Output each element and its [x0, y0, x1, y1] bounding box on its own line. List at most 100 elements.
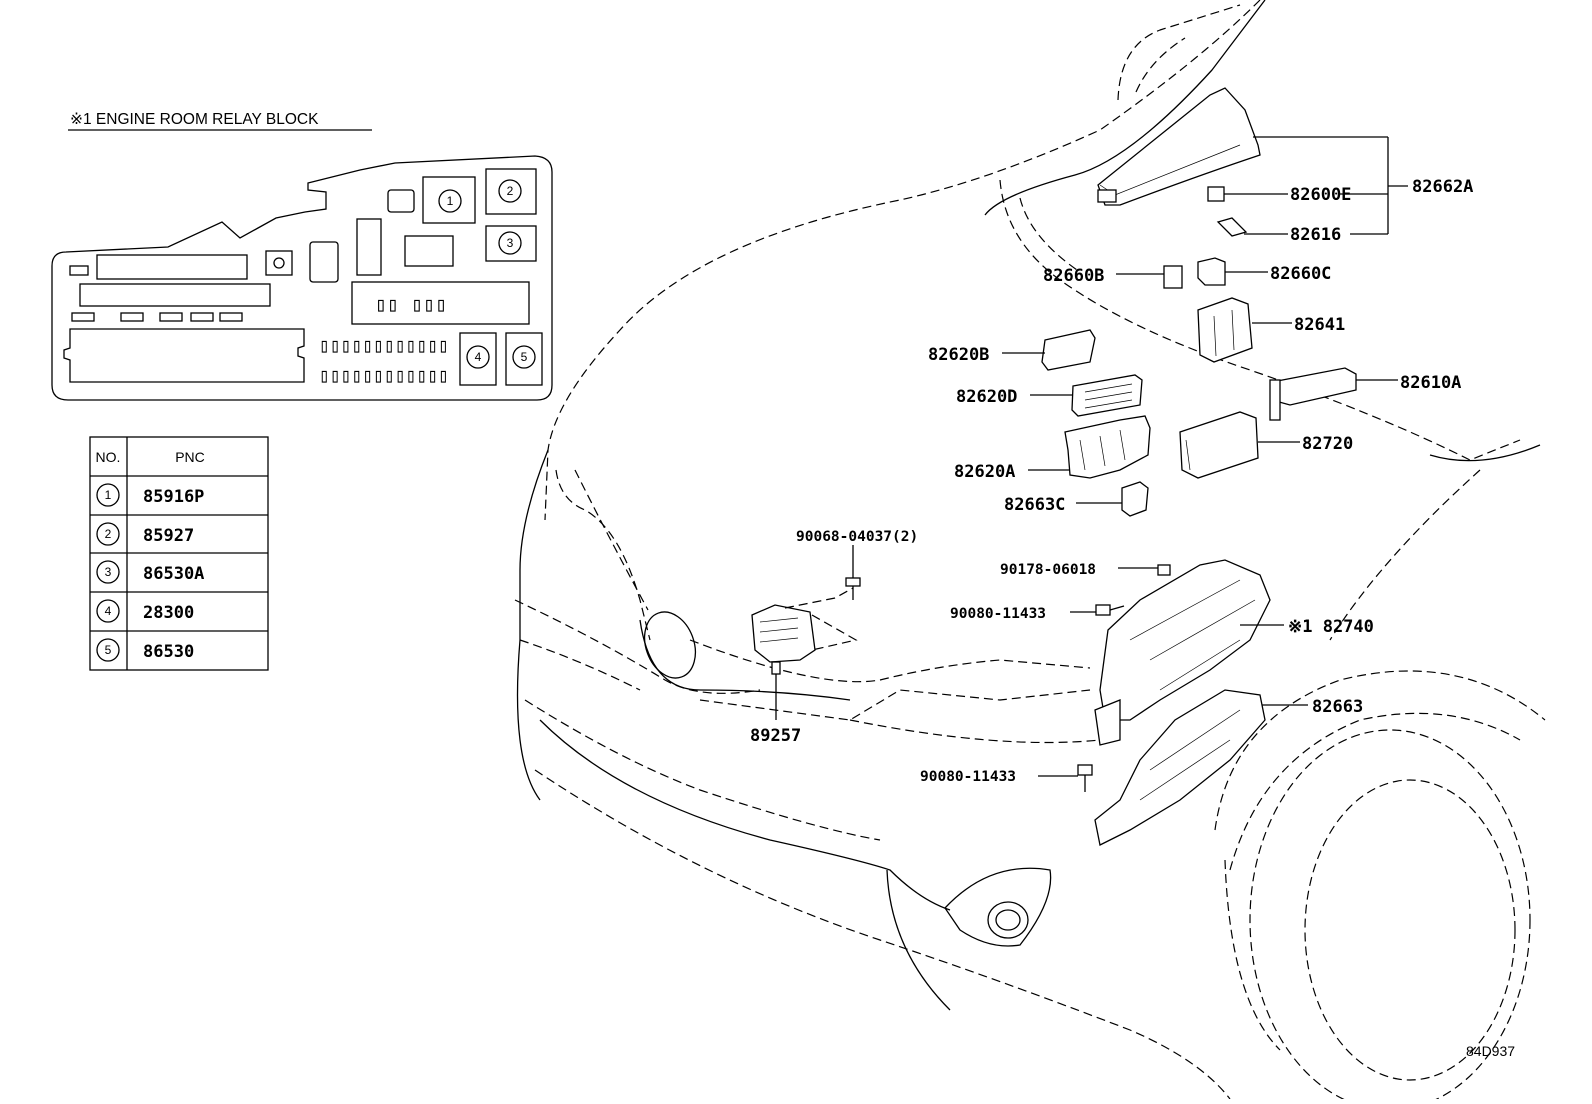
callout-82620A: 82620A: [954, 462, 1015, 482]
diagram-code: 84D937: [1466, 1043, 1515, 1059]
bumper-line: [519, 639, 641, 691]
slot-5: [505, 332, 543, 386]
callout-82600E: 82600E: [1290, 185, 1351, 205]
bumper-lip: [539, 719, 951, 911]
fuse-row-1: ▯▯▯▯▯▯▯▯▯▯▯▯: [319, 333, 449, 357]
fender-line: [1329, 469, 1481, 641]
table-header-pnc: PNC: [175, 449, 205, 465]
relay-82641: [1197, 297, 1253, 363]
windshield-line: [1117, 4, 1241, 101]
block-82610A: [1271, 367, 1357, 406]
fender-top: [1429, 444, 1541, 462]
relay: [404, 235, 454, 267]
bumper-corner: [886, 869, 951, 1011]
sensor-89257: [751, 604, 816, 663]
relay-block-title: ※1 ENGINE ROOM RELAY BLOCK: [70, 111, 319, 128]
windshield-line: [1135, 37, 1186, 93]
screw-post: [265, 250, 293, 276]
callout-82620B: 82620B: [928, 345, 989, 365]
relay-block-inset: ※1 ENGINE ROOM RELAY BLOCK 1 2 3 ▯▯ ▯: [51, 111, 553, 401]
callout-82662A: 82662A: [1412, 177, 1473, 197]
headlamp: [643, 611, 697, 679]
slot-1-marker: [438, 189, 462, 213]
slot-5-marker: [512, 345, 536, 369]
wheel-arch-inner: [1229, 712, 1521, 871]
tire: [1249, 729, 1531, 1104]
sensor-stem: [771, 661, 781, 675]
callout-82660B: 82660B: [1043, 266, 1104, 286]
table-row: 2 85927: [96, 522, 194, 546]
bracket-82663: [1094, 689, 1266, 846]
relay-block-leg: [1094, 699, 1121, 746]
block-82610A-post: [1269, 379, 1281, 421]
headlamp-outline: [639, 619, 851, 701]
row-number: 3: [105, 565, 112, 579]
leader-lines: [775, 136, 1408, 777]
slot-1-number: 1: [447, 194, 454, 208]
clip-82616: [1216, 217, 1248, 237]
relay-block-outline: [51, 155, 553, 401]
car-body: [514, 0, 1546, 1104]
slot-4-number: 4: [475, 350, 482, 364]
relay: [387, 189, 415, 213]
callout-90068-04037: 90068-04037(2): [796, 529, 918, 545]
table-row: 4 28300: [96, 599, 194, 623]
row-number: 4: [105, 604, 112, 618]
table-row: 3 86530A: [96, 560, 204, 584]
fuse-box: [351, 281, 530, 325]
bracket-82620A: [1064, 415, 1151, 479]
callout-labels: 82662A 82600E 82616 82660B 82660C 82641 …: [750, 177, 1473, 785]
bumper-lower-edge: [534, 769, 1231, 1100]
slot-5-number: 5: [521, 350, 528, 364]
fog-lamp-bezel: [944, 867, 1052, 947]
sensor-dashed-guide: [784, 587, 854, 609]
hood-front-line: [999, 179, 1521, 461]
callout-82610A: 82610A: [1400, 373, 1461, 393]
slot-2-marker: [498, 179, 522, 203]
small-connector: [71, 312, 95, 322]
callout-90080-11433-upper: 90080-11433: [950, 606, 1046, 622]
callout-82660C: 82660C: [1270, 264, 1331, 284]
relay: [309, 241, 339, 283]
bumper-inner-line: [699, 689, 1091, 721]
block-82620D: [1071, 374, 1143, 417]
bolt-90080-lower: [1077, 764, 1093, 792]
connector-strip: [96, 254, 248, 280]
row-pnc: 85927: [143, 526, 194, 546]
relay-block-cover: [1097, 87, 1261, 206]
wheel-rim: [1304, 779, 1516, 1081]
callout-82663C: 82663C: [1004, 495, 1065, 515]
bracket-82620B: [1041, 329, 1096, 371]
ecu-82720: [1179, 411, 1259, 479]
large-connector: [63, 328, 305, 383]
table-header-no: NO.: [96, 449, 121, 465]
row-number: 1: [105, 488, 112, 502]
row-pnc: 85916P: [143, 487, 204, 507]
callout-82720: 82720: [1302, 434, 1353, 454]
small-connector: [190, 312, 214, 322]
bumper-outer: [516, 449, 549, 801]
grille-edge: [555, 469, 651, 641]
bumper-upper-line: [514, 599, 761, 694]
callout-90080-11433-lower: 90080-11433: [920, 769, 1016, 785]
row-pnc: 86530: [143, 642, 194, 662]
sensor-dashed-guide: [811, 614, 858, 651]
bumper-lower-line: [524, 699, 881, 841]
bolt-90068: [845, 577, 861, 600]
relay: [356, 218, 382, 276]
bolt-90080-upper: [1095, 604, 1125, 616]
small-connector: [120, 312, 144, 322]
grille-top-line: [689, 639, 1091, 683]
screw-hole: [273, 257, 285, 269]
fuse-row-2: ▯▯▯▯▯▯▯▯▯▯▯▯: [319, 363, 449, 387]
table-row: 5 86530: [96, 638, 194, 662]
cover-tab: [1097, 189, 1117, 203]
callout-89257: 89257: [750, 726, 801, 746]
callout-82616: 82616: [1290, 225, 1341, 245]
bumper-inner-line-2: [849, 719, 1101, 744]
slot-3-number: 3: [507, 236, 514, 250]
row-pnc: 86530A: [143, 564, 204, 584]
hood-shutline: [544, 0, 1261, 521]
wheel-arch: [1214, 670, 1546, 831]
